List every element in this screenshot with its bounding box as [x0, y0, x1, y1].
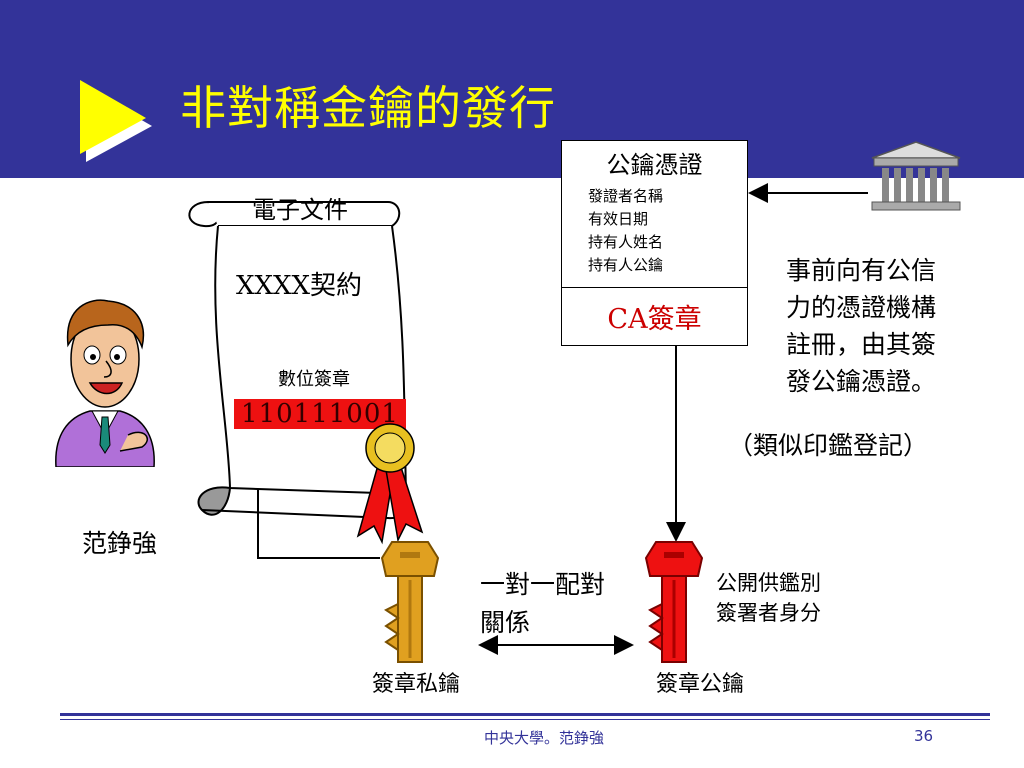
- cert-field-issuer: 發證者名稱: [588, 187, 664, 205]
- cert-field-holder-name: 持有人姓名: [588, 233, 664, 251]
- pairing-line-1: 一對一配對: [480, 570, 606, 599]
- private-key-icon: [380, 541, 440, 663]
- person-name: 范錚強: [82, 529, 158, 558]
- footer-rule-top: [60, 713, 990, 716]
- signature-label: 數位簽章: [278, 369, 350, 390]
- ca-signature: CA簽章: [607, 304, 702, 335]
- signature-bits: 110111001: [234, 399, 406, 429]
- registration-note: 事前向有公信 力的憑證機構 註冊，由其簽 發公鑰憑證。: [786, 252, 936, 400]
- public-key-certificate: 公鑰憑證 發證者名稱 有效日期 持有人姓名 持有人公鑰 CA簽章: [561, 140, 748, 346]
- public-use-line-2: 簽署者身分: [716, 601, 821, 625]
- private-key-label: 簽章私鑰: [372, 672, 461, 697]
- person-avatar: [55, 299, 155, 467]
- public-key-icon: [644, 541, 704, 663]
- page-number: 36: [914, 727, 934, 745]
- cert-field-holder-key: 持有人公鑰: [588, 256, 664, 274]
- scroll-title: 電子文件: [252, 196, 348, 224]
- note-line-4: 發公鑰憑證。: [786, 367, 937, 396]
- note-line-2: 力的憑證機構: [786, 293, 937, 322]
- certificate-title: 公鑰憑證: [606, 151, 703, 179]
- certificate-divider: [562, 287, 747, 288]
- public-use-line-1: 公開供鑑別: [716, 571, 821, 595]
- note-line-3: 註冊，由其簽: [786, 330, 937, 359]
- footer-author: 中央大學。范錚強: [484, 729, 605, 747]
- slide-title: 非對稱金鑰的發行: [180, 81, 556, 135]
- header-band: [0, 0, 1024, 178]
- pairing-line-2: 關係: [480, 608, 531, 637]
- public-use-label: 公開供鑑別 簽署者身分: [716, 568, 821, 628]
- play-arrow-icon: [80, 80, 152, 162]
- pairing-label: 一對一配對 關係: [480, 566, 605, 642]
- bank-building-icon: [871, 141, 961, 211]
- seal-ribbon-icon: [356, 423, 424, 545]
- public-key-label: 簽章公鑰: [656, 672, 745, 697]
- cert-field-validity: 有效日期: [588, 210, 649, 228]
- registration-analogy: （類似印鑑登記）: [728, 431, 929, 460]
- contract-name: XXXX契約: [236, 271, 363, 301]
- footer-rule-bottom: [60, 719, 990, 720]
- note-line-1: 事前向有公信: [786, 256, 937, 285]
